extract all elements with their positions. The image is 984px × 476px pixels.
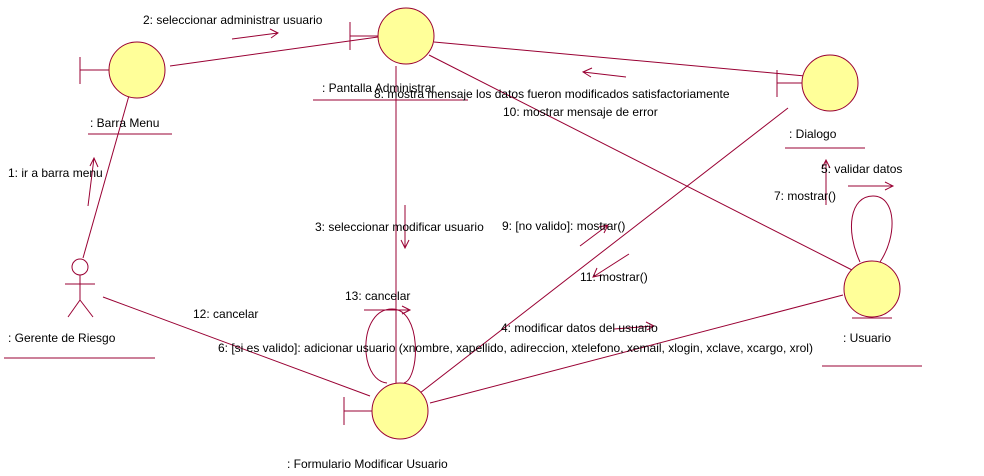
message-label-m11: 11: mostrar() [580,270,648,284]
message-label-m1: 1: ir a barra menu [8,166,103,180]
object-name: : Formulario Modificar Usuario [287,457,448,471]
association-links [82,36,893,404]
message-label-m6: 6: [si es valido]: adicionar usuario (xn… [218,341,813,355]
object-circle [371,382,429,440]
object-barra-menu[interactable]: : Barra Menu [79,41,172,135]
message-label-m8: 8: mostra mensaje los datos fueron modif… [374,87,730,101]
object-name: : Pantalla Administrar [322,81,435,95]
link-formulario-usuario [429,294,844,404]
message-label-m10: 10: mostrar mensaje de error [503,105,658,119]
object-name: : Barra Menu [90,116,159,130]
message-label-m2: 2: seleccionar administrar usuario [143,13,323,27]
actor-name: : Gerente de Riesgo [8,331,116,345]
object-usuario[interactable]: : Usuario [822,260,922,367]
object-circle [377,7,435,65]
arrow-m2 [231,28,279,40]
message-label-m9: 9: [no valido]: mostrar() [502,219,625,233]
message-arrows [87,28,895,331]
arrow-m13 [364,305,412,315]
message-label-m7: 7: mostrar() [774,189,836,203]
self-link-usuario [850,195,893,263]
arrow-m1 [87,156,99,207]
arrow-m5 [848,181,895,191]
message-label-m13: 13: cancelar [345,289,410,303]
object-circle [843,260,901,318]
message-labels: 1: ir a barra menu 2: seleccionar admini… [8,13,902,355]
self-link-formulario [365,308,416,384]
actor-gerente-riesgo[interactable]: : Gerente de Riesgo [4,258,155,359]
object-formulario-modificar[interactable]: : Formulario Modificar Usuario [287,382,448,471]
actor-right-leg [79,299,94,318]
message-label-m12: 12: cancelar [193,307,258,321]
arrow-m8 [581,67,627,78]
object-name: : Dialogo [789,127,837,141]
link-pantalla-usuario [428,54,853,271]
object-name: : Usuario [843,331,891,345]
link-dialogo-formulario [419,107,789,394]
link-gerente-formulario [102,296,371,397]
link-pantalla-dialogo [433,41,806,77]
object-circle [801,54,859,112]
object-pantalla-administrar[interactable]: : Pantalla Administrar [313,7,468,101]
actor-head [71,258,89,276]
link-gerente-barra [82,91,131,259]
arrow-m4 [613,321,656,331]
message-label-m5: 5: validar datos [821,162,902,176]
link-barra-pantalla [169,36,379,67]
arrow-m11 [592,253,630,278]
arrow-m3 [400,205,410,250]
object-circle [108,41,166,99]
object-dialogo[interactable]: : Dialogo [776,54,865,149]
message-label-m4: 4: modificar datos del usuario [501,321,658,335]
arrow-m9 [579,224,609,247]
arrow-m7 [821,158,831,205]
actor-left-leg [67,299,81,318]
message-label-m3: 3: seleccionar modificar usuario [315,220,484,234]
